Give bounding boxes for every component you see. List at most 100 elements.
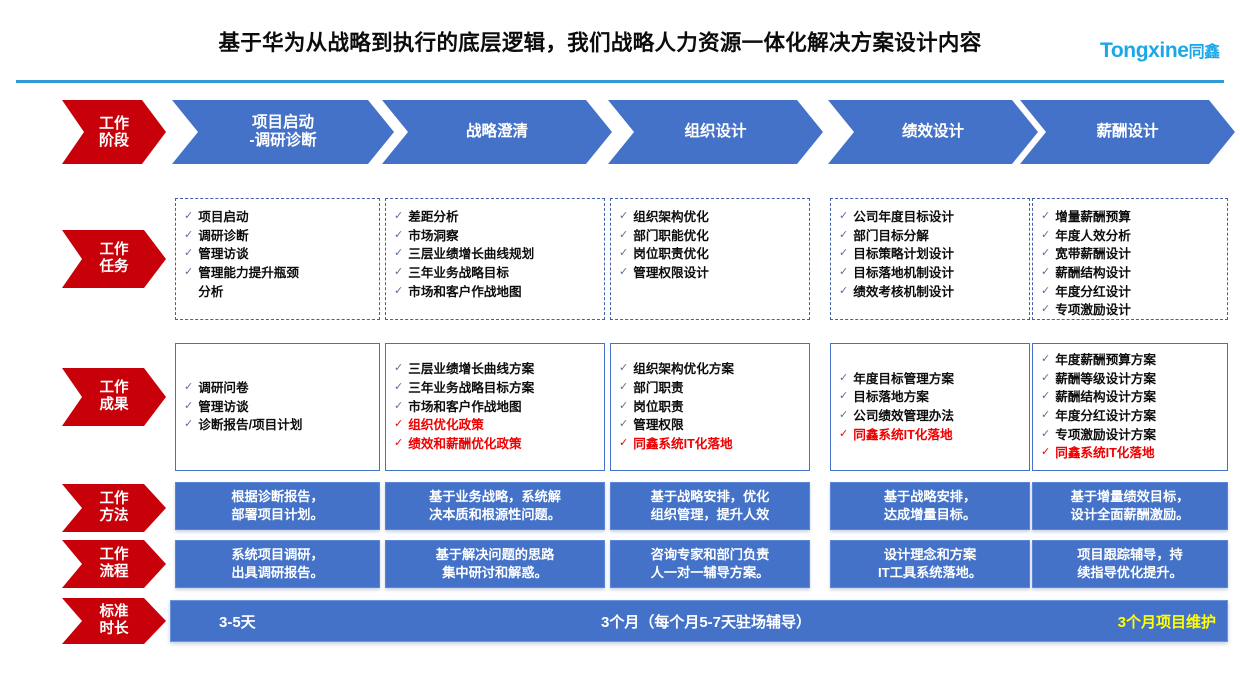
check-icon: ✓ [394, 418, 404, 431]
checklist-item-label: 三层业绩增长曲线方案 [408, 362, 535, 377]
phase-arrow-2[interactable]: 战略澄清 [382, 100, 612, 164]
checklist-item: ✓管理访谈 [184, 245, 373, 264]
check-icon: ✓ [394, 284, 404, 297]
duration-segment-3: 3个月项目维护 [1117, 613, 1216, 631]
phase-arrow-4[interactable]: 绩效设计 [828, 100, 1038, 164]
checklist-item: ✓ 管理访谈 [184, 398, 373, 417]
check-icon: ✓ [184, 228, 194, 241]
check-icon: ✓ [1041, 371, 1051, 384]
checklist-item-label: 专项激励设计 [1055, 303, 1131, 318]
check-icon: ✓ [184, 265, 194, 278]
phase-arrow-3[interactable]: 组织设计 [608, 100, 823, 164]
logo-chinese: 同鑫 [1188, 44, 1221, 61]
checklist-item: ✓市场洞察 [394, 227, 598, 246]
task-box-2: ✓差距分析✓市场洞察✓三层业绩增长曲线规划✓三年业务战略目标✓市场和客户作战地图 [385, 198, 605, 320]
check-icon: ✓ [1041, 265, 1051, 278]
checklist-item: ✓公司绩效管理办法 [839, 407, 1023, 426]
check-icon: ✓ [619, 399, 629, 412]
check-icon: ✓ [184, 210, 194, 222]
check-icon: ✓ [1041, 427, 1051, 440]
check-icon: ✓ [839, 390, 849, 403]
outcome-box-2: ✓三层业绩增长曲线方案✓三年业务战略目标方案✓市场和客户作战地图✓组织优化政策✓… [385, 343, 605, 471]
check-icon: ✓ [184, 399, 194, 412]
method-box-5: 基于增量绩效目标，设计全面薪酬激励。 [1032, 482, 1228, 530]
checklist-item: ✓岗位职责优化 [619, 245, 803, 264]
checklist-item: ✓绩效和薪酬优化政策 [394, 435, 598, 454]
check-icon: ✓ [184, 381, 194, 394]
duration-segment-2: 3个月（每个月5-7天驻场辅导） [600, 613, 812, 631]
row-label-stage: 工作阶段 [62, 100, 166, 164]
phase-arrow-1[interactable]: 项目启动-调研诊断 [172, 100, 394, 164]
task-box-1: ✓项目启动✓调研诊断✓管理访谈✓管理能力提升瓶颈分析 [175, 198, 380, 320]
flow-label: 系统项目调研，出具调研报告。 [231, 547, 324, 580]
checklist-item-label: 诊断报告/项目计划 [198, 418, 303, 433]
method-box-3: 基于战略安排，优化组织管理，提升人效 [610, 482, 810, 530]
phase-arrow-label: 项目启动-调研诊断 [249, 114, 317, 149]
row-label-stage-text: 工作阶段 [98, 114, 129, 149]
row-label-flow: 工作流程 [62, 540, 166, 588]
method-label: 基于增量绩效目标，设计全面薪酬激励。 [1070, 489, 1190, 522]
checklist-item: ✓ 三年业务战略目标方案 [394, 379, 598, 398]
task-box-4: ✓公司年度目标设计✓部门目标分解✓目标策略计划设计✓目标落地机制设计✓绩效考核机… [830, 198, 1030, 320]
checklist-item-label: 组织架构优化 [633, 210, 709, 224]
checklist-item-label: 目标落地机制设计 [853, 265, 954, 280]
checklist-item: ✓薪酬结构设计 [1041, 264, 1221, 283]
checklist-item-label: 三年业务战略目标方案 [408, 381, 535, 396]
checklist-item-label: 调研问卷 [198, 381, 249, 396]
checklist-item: ✓年度薪酬预算方案 [1041, 351, 1221, 370]
checklist-item: ✓部门职能优化 [619, 227, 803, 246]
checklist-item-label: 管理权限设计 [633, 265, 709, 280]
check-icon: ✓ [1041, 228, 1051, 241]
checklist-item: ✓年度分红设计方案 [1041, 407, 1221, 426]
row-label-method: 工作方法 [62, 484, 166, 532]
method-label: 基于战略安排，达成增量目标。 [883, 489, 977, 522]
checklist-item-label: 绩效考核机制设计 [853, 284, 954, 299]
checklist-item: ✓ 年度人效分析 [1041, 227, 1221, 246]
method-box-4: 基于战略安排，达成增量目标。 [830, 482, 1030, 530]
checklist-item-label: 薪酬结构设计方案 [1055, 390, 1156, 405]
check-icon: ✓ [619, 362, 629, 375]
checklist-item: ✓部门职责 [619, 379, 803, 398]
check-icon: ✓ [394, 381, 404, 394]
checklist-item: ✓同鑫系统IT化落地 [839, 426, 1023, 445]
outcome-box-5: ✓年度薪酬预算方案✓薪酬等级设计方案✓薪酬结构设计方案✓年度分红设计方案✓专项激… [1032, 343, 1228, 471]
page-title: 基于华为从战略到执行的底层逻辑，我们战略人力资源一体化解决方案设计内容 [218, 31, 982, 55]
logo-latin: Tongxine [1100, 39, 1189, 62]
checklist-item: ✓ 组织架构优化方案 [619, 360, 803, 379]
check-icon: ✓ [619, 247, 629, 260]
check-icon: ✓ [394, 210, 404, 222]
row-label-duration: 标准时长 [62, 598, 166, 644]
checklist-item-label: 年度目标管理方案 [853, 371, 954, 386]
checklist-item-label: 管理访谈 [198, 399, 249, 414]
checklist-item: ✓三年业务战略目标 [394, 264, 598, 283]
check-icon: ✓ [839, 210, 849, 222]
checklist-item-label: 年度人效分析 [1055, 228, 1131, 243]
checklist-item: ✓三层业绩增长曲线方案 [394, 360, 598, 379]
checklist-item-label: 目标落地方案 [853, 390, 929, 405]
row-label-task: 工作任务 [62, 230, 166, 288]
phase-arrow-row: 工作阶段 项目启动-调研诊断 战略澄清 组织设计绩效设计 薪酬设计 [0, 100, 1240, 166]
row-label-task-text: 工作任务 [99, 242, 129, 275]
checklist-item-label: 部门目标分解 [853, 228, 929, 243]
row-label-flow-text: 工作流程 [99, 547, 129, 580]
flow-label: 基于解决问题的思路集中研讨和解惑。 [435, 547, 555, 580]
checklist-item-label: 管理访谈 [198, 247, 249, 262]
slide-header: 基于华为从战略到执行的底层逻辑，我们战略人力资源一体化解决方案设计内容 Tong… [0, 0, 1240, 83]
checklist-item-label: 部门职能优化 [633, 228, 709, 243]
phase-arrow-label: 战略澄清 [465, 123, 528, 141]
outcome-box-3: ✓组织架构优化方案✓部门职责✓岗位职责✓管理权限✓同鑫系统IT化落地 [610, 343, 810, 471]
check-icon: ✓ [1041, 353, 1051, 366]
task-box-5: ✓增量薪酬预算✓年度人效分析✓宽带薪酬设计✓薪酬结构设计✓年度分红设计✓专项激励… [1032, 198, 1228, 320]
flow-box-5: 项目跟踪辅导，持续指导优化提升。 [1032, 540, 1228, 588]
phase-arrow-label: 薪酬设计 [1096, 123, 1159, 141]
logo-wordmark: Tongxine同鑫 [1100, 36, 1228, 68]
checklist-item-label: 专项激励设计方案 [1055, 427, 1156, 442]
checklist-item-label: 年度分红设计 [1055, 284, 1131, 299]
checklist-item-label: 组织架构优化方案 [633, 362, 734, 377]
phase-arrow-5[interactable]: 薪酬设计 [1020, 100, 1235, 164]
checklist-item: ✓专项激励设计 [1041, 301, 1221, 320]
check-icon: ✓ [839, 371, 849, 384]
checklist-item-label: 增量薪酬预算 [1055, 210, 1131, 224]
check-icon: ✓ [839, 247, 849, 260]
